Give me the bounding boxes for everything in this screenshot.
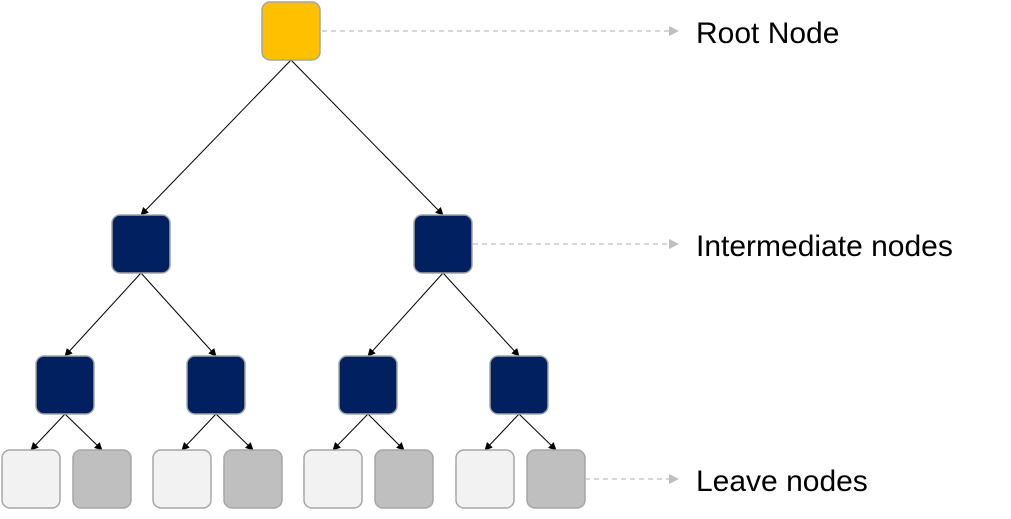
leaf-node-light (455, 449, 515, 509)
tree-edge (140, 59, 292, 216)
tree-edge (215, 413, 254, 451)
intermediate-node (111, 214, 171, 274)
tree-edge (30, 413, 66, 451)
intermediate-node (186, 355, 246, 415)
intermediate-node (489, 355, 549, 415)
leave-nodes-label: Leave nodes (696, 465, 868, 498)
leaf-node-dark (374, 449, 434, 509)
intermediate-nodes-label: Intermediate nodes (696, 230, 953, 263)
tree-edge (332, 413, 369, 451)
tree-edge (367, 413, 405, 451)
tree-edge (484, 413, 520, 451)
level-pointers (322, 26, 679, 484)
leaf-node-light (303, 449, 363, 509)
tree-edges (30, 59, 557, 451)
tree-edge (64, 413, 103, 451)
leaf-node-dark (223, 449, 283, 509)
tree-edge (64, 272, 142, 357)
tree-edge (140, 272, 217, 357)
root-node (261, 1, 321, 61)
tree-edge (442, 272, 520, 357)
intermediate-node (338, 355, 398, 415)
tree-edge (181, 413, 217, 451)
leaf-node-light (152, 449, 212, 509)
tree-edge (290, 59, 444, 216)
root-node-label: Root Node (696, 17, 839, 50)
tree-edge (518, 413, 557, 451)
leaf-node-dark (72, 449, 132, 509)
tree-edge (367, 272, 444, 357)
intermediate-node (35, 355, 95, 415)
leaf-node-light (1, 449, 61, 509)
intermediate-node (413, 214, 473, 274)
tree-nodes (1, 1, 586, 509)
leaf-node-dark (526, 449, 586, 509)
